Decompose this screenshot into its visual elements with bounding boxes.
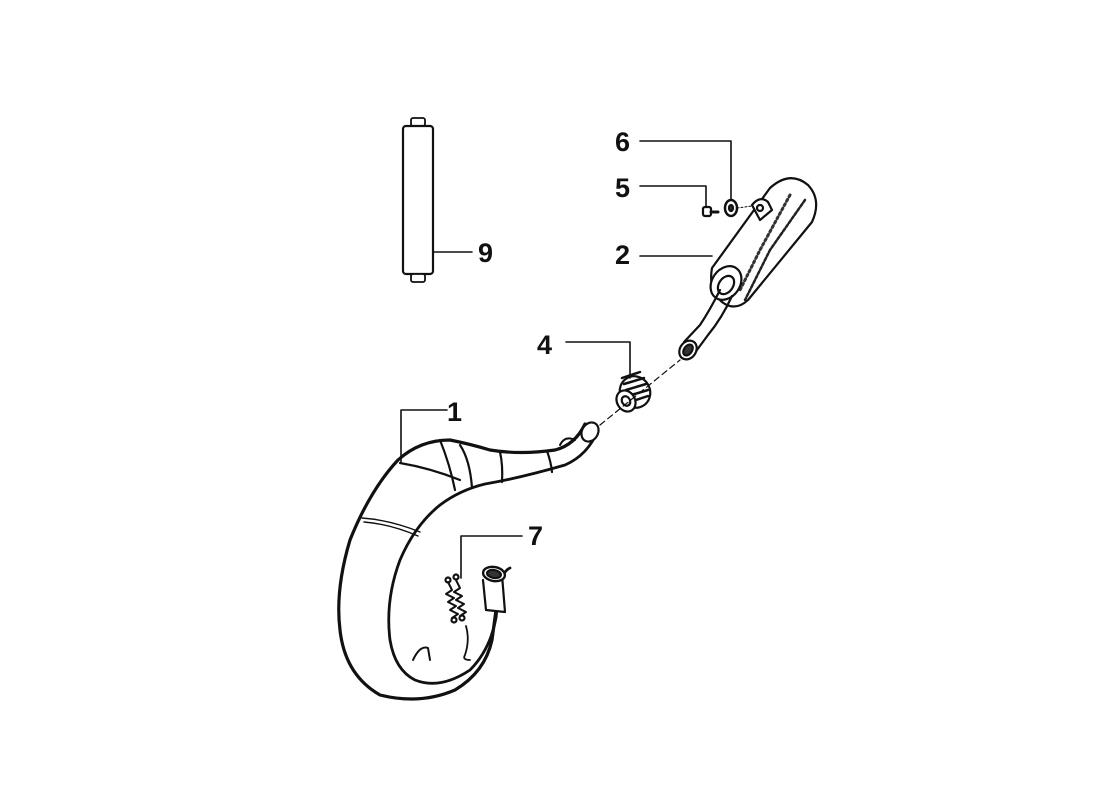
assembly-axis-line	[599, 359, 681, 426]
part-6-washer[interactable]	[723, 198, 753, 218]
part-1-expansion-chamber[interactable]	[337, 419, 602, 701]
leader-line-6	[639, 140, 732, 201]
callout-label-5[interactable]: 5	[615, 173, 631, 203]
leader-line-7	[460, 535, 523, 579]
part-4-coupling-sleeve[interactable]	[613, 370, 656, 415]
part-9-silencer-insert[interactable]	[401, 117, 435, 283]
callout-label-6[interactable]: 6	[615, 127, 631, 157]
callout-label-7[interactable]: 7	[528, 521, 544, 551]
leader-line-4	[565, 341, 631, 379]
leader-line-5	[639, 185, 707, 207]
callout-label-1[interactable]: 1	[447, 397, 463, 427]
callout-label-2[interactable]: 2	[615, 240, 631, 270]
callout-label-9[interactable]: 9	[478, 238, 494, 268]
part-7-springs[interactable]	[444, 573, 467, 624]
callout-label-4[interactable]: 4	[537, 330, 553, 360]
leader-line-1	[400, 409, 448, 463]
part-5-screw[interactable]	[701, 205, 720, 218]
part-2-muffler[interactable]	[676, 177, 818, 363]
